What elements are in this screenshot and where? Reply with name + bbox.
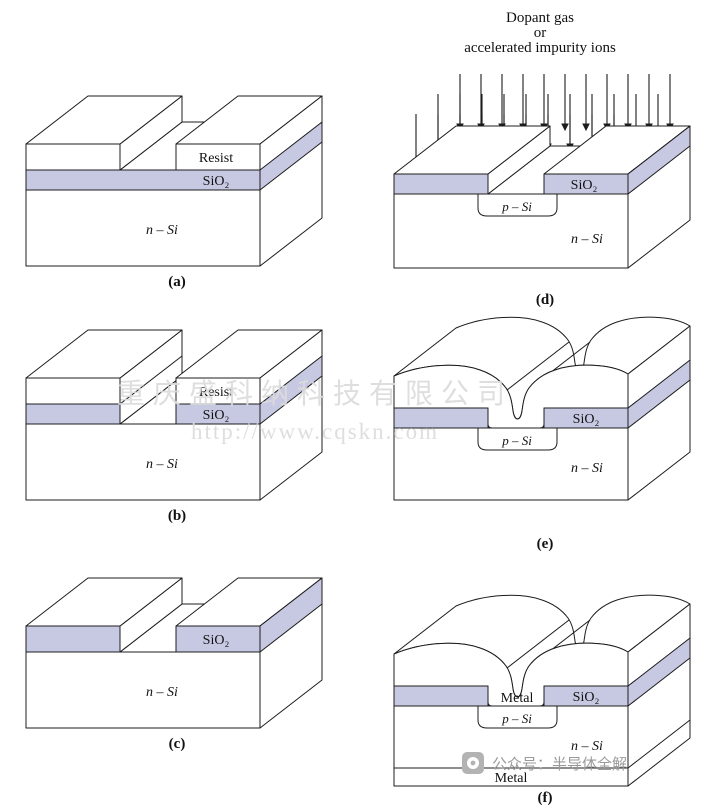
- panel-d: Dopant gas or accelerated impurity ions: [393, 10, 691, 308]
- substrate-front: [393, 705, 629, 769]
- p-region-outline: [477, 194, 558, 217]
- nsi-label: n – Si: [571, 461, 603, 476]
- resist-label: Resist: [199, 151, 233, 166]
- panel-e: SiO₂ p – Si n – Si (e): [393, 316, 691, 552]
- psi-label: p – Si: [501, 711, 532, 726]
- oxide-front-left: [25, 403, 121, 425]
- resist-label: Resist: [199, 385, 233, 400]
- resist-front-left: [25, 377, 121, 405]
- footer-watermark-text: 公众号：半导体全解: [492, 755, 628, 773]
- nsi-label: n – Si: [146, 223, 178, 238]
- sio2-label: SiO₂: [203, 174, 230, 189]
- p-region-outline: [477, 428, 558, 451]
- wechat-account-logo-icon: [462, 752, 484, 774]
- panel-c: SiO₂ n – Si (c): [25, 577, 323, 752]
- metal-front-face: [393, 642, 629, 707]
- block-e: [393, 316, 691, 501]
- nsi-label: n – Si: [146, 685, 178, 700]
- metal-contact-label: Metal: [501, 691, 534, 706]
- dopant-heading-line3: accelerated impurity ions: [464, 40, 616, 56]
- panel-caption: (c): [169, 736, 186, 752]
- dopant-heading-line1: Dopant gas: [506, 10, 574, 26]
- back-metal-front: [393, 767, 629, 787]
- panel-caption: (e): [537, 536, 554, 552]
- sio2-label: SiO₂: [203, 633, 230, 648]
- block-f: [393, 594, 691, 787]
- sio2-label: SiO₂: [571, 178, 598, 193]
- trough-line-left: [506, 619, 570, 669]
- panel-caption: (f): [538, 790, 553, 806]
- oxide-front-left: [393, 173, 489, 195]
- footer-watermark: 公众号：半导体全解: [462, 752, 627, 774]
- resist-front-right: [175, 143, 261, 171]
- sio2-label: SiO₂: [203, 408, 230, 423]
- p-region-outline: [477, 706, 558, 729]
- sio2-label: SiO₂: [573, 412, 600, 427]
- psi-label: p – Si: [501, 433, 532, 448]
- substrate-front: [25, 189, 261, 267]
- block-a: [25, 95, 323, 267]
- glass-front-face: [393, 364, 629, 429]
- trough-line-left: [506, 341, 570, 391]
- oxide-front-left: [393, 685, 489, 707]
- psi-label: p – Si: [501, 199, 532, 214]
- nsi-label: n – Si: [571, 739, 603, 754]
- block-d: [393, 125, 691, 269]
- substrate-front: [25, 423, 261, 501]
- substrate-front: [393, 427, 629, 501]
- nsi-label: n – Si: [146, 457, 178, 472]
- panel-a: Resist SiO₂ n – Si (a): [25, 95, 323, 290]
- resist-front-left: [25, 143, 121, 171]
- dopant-heading-line2: or: [534, 25, 547, 41]
- nsi-label: n – Si: [571, 232, 603, 247]
- oxide-front-right: [175, 625, 261, 653]
- panel-b: Resist SiO₂ n – Si (b): [25, 329, 323, 524]
- block-b: [25, 329, 323, 501]
- oxide-front-left: [393, 407, 489, 429]
- sio2-label: SiO₂: [573, 690, 600, 705]
- panel-f: Metal SiO₂ p – Si n – Si Metal (f): [393, 594, 691, 806]
- panel-caption: (d): [536, 292, 554, 308]
- metal-side-line: [627, 719, 691, 769]
- back-metal-label: Metal: [495, 771, 528, 786]
- substrate-front: [25, 651, 261, 729]
- block-c: [25, 577, 323, 729]
- substrate-front: [393, 193, 629, 269]
- panel-caption: (a): [168, 274, 186, 290]
- oxide-front-left: [25, 625, 121, 653]
- groove-wall-layer-line: [119, 355, 183, 405]
- panel-caption: (b): [168, 508, 186, 524]
